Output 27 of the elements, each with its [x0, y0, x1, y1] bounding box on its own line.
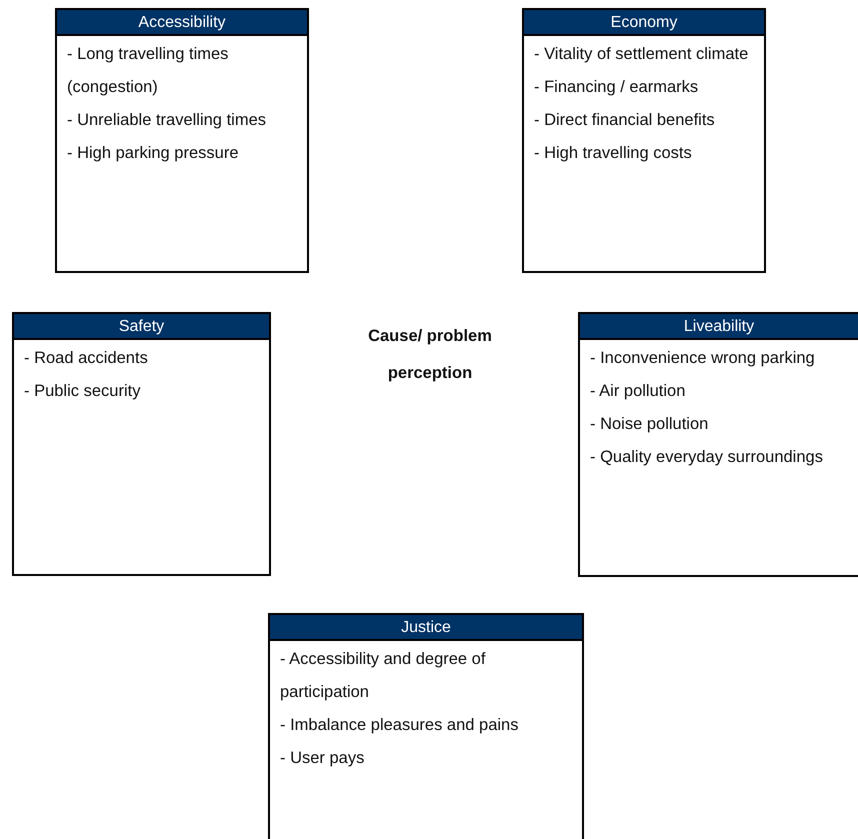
category-heading: Accessibility [57, 10, 307, 36]
category-heading: Safety [14, 314, 269, 340]
category-box [55, 8, 309, 273]
category-heading: Justice [270, 615, 582, 641]
list-item: - Quality everyday surroundings [590, 447, 824, 468]
list-item: - Imbalance pleasures and pains [280, 715, 520, 736]
center-label: Cause/ problem perception [367, 326, 493, 384]
category-box [522, 8, 766, 273]
category-box [268, 613, 584, 839]
category-box [578, 312, 858, 577]
list-item: - High parking pressure [67, 143, 240, 164]
list-item: - User pays [280, 748, 366, 769]
list-item: - Public security [24, 381, 142, 402]
list-item: - Noise pollution [590, 414, 710, 435]
list-item: - Direct financial benefits [534, 110, 716, 131]
category-heading: Economy [524, 10, 764, 36]
list-item: - High travelling costs [534, 143, 693, 164]
list-item: - Vitality of settlement climate [534, 44, 750, 65]
list-item: - Inconvenience wrong parking [590, 348, 816, 369]
category-box [12, 312, 271, 576]
list-item: - Unreliable travelling times [67, 110, 267, 131]
list-item: - Air pollution [590, 381, 686, 402]
list-item: - Long travelling times (congestion) [67, 44, 230, 98]
list-item: - Financing / earmarks [534, 77, 700, 98]
category-heading: Liveability [580, 314, 858, 340]
list-item: - Accessibility and degree of participation [280, 649, 486, 703]
list-item: - Road accidents [24, 348, 149, 369]
